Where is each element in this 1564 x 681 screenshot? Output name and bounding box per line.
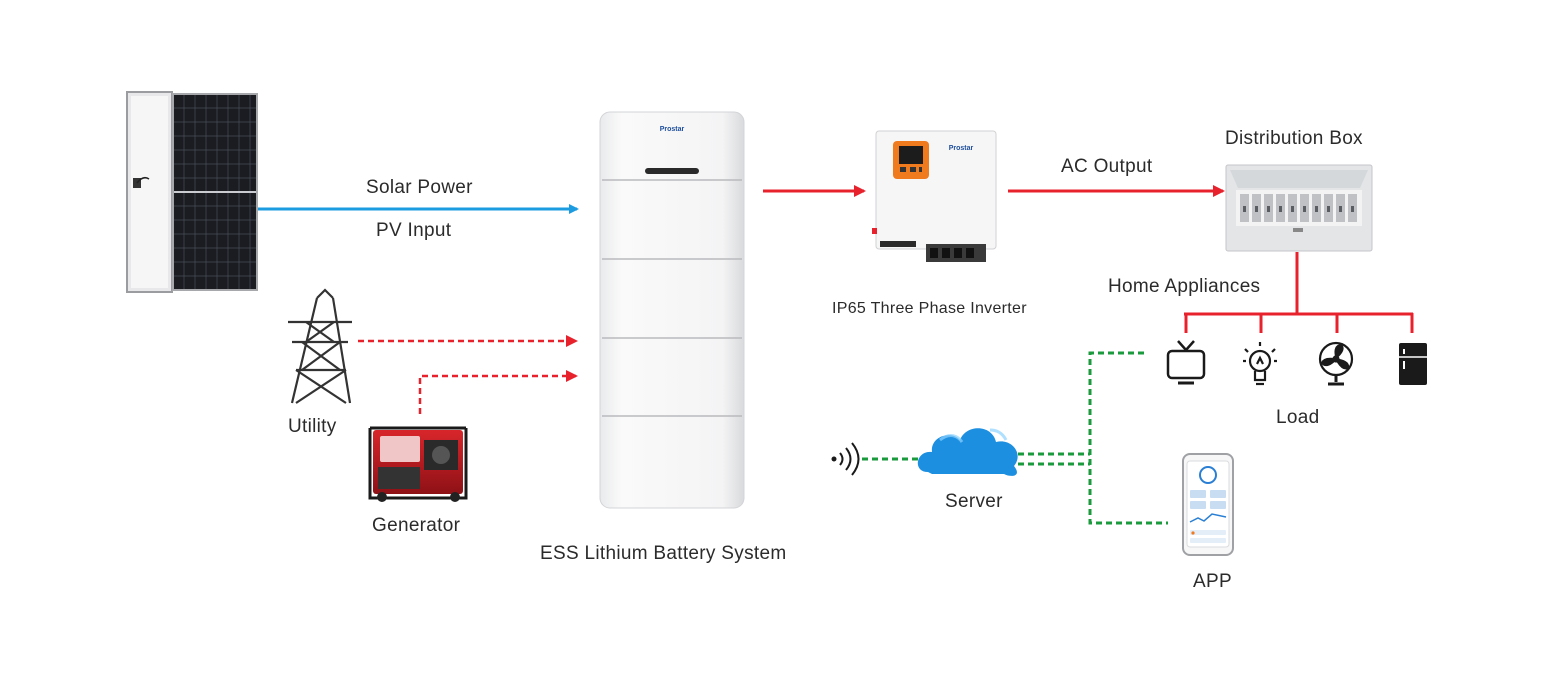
generator-icon — [368, 426, 468, 502]
utility-label: Utility — [288, 416, 337, 437]
server-label: Server — [945, 491, 1003, 512]
solar-panel-icon — [126, 91, 258, 293]
pv-input-label: PV Input — [376, 220, 452, 241]
generator-label: Generator — [372, 515, 461, 536]
tv-icon — [1166, 340, 1206, 385]
inverter-brand-logo: Prostar — [949, 145, 974, 152]
bulb-icon — [1243, 342, 1277, 386]
inverter-label: IP65 Three Phase Inverter — [832, 300, 1027, 317]
ac-output-label: AC Output — [1061, 156, 1153, 177]
wifi-signal-icon — [831, 442, 860, 476]
cloud-icon — [917, 428, 1018, 476]
distribution-box-label: Distribution Box — [1225, 128, 1363, 149]
phone-app-icon — [1182, 453, 1234, 556]
fan-icon — [1318, 341, 1354, 386]
server-comm-lines — [1018, 351, 1168, 525]
app-label: APP — [1193, 571, 1232, 592]
load-label: Load — [1276, 407, 1320, 428]
distribution-box-icon — [1225, 164, 1373, 252]
load-distribution-lines — [1184, 252, 1414, 333]
generator-line — [418, 370, 578, 414]
battery-cabinet-icon: Prostar — [599, 111, 745, 509]
inverter-icon: Prostar — [872, 130, 997, 262]
battery-label: ESS Lithium Battery System — [540, 543, 787, 564]
utility-tower-icon — [288, 288, 352, 404]
solar-power-label: Solar Power — [366, 177, 473, 198]
battery-brand-logo: Prostar — [660, 126, 685, 133]
home-appliances-label: Home Appliances — [1108, 276, 1261, 297]
fridge-icon — [1399, 343, 1427, 385]
